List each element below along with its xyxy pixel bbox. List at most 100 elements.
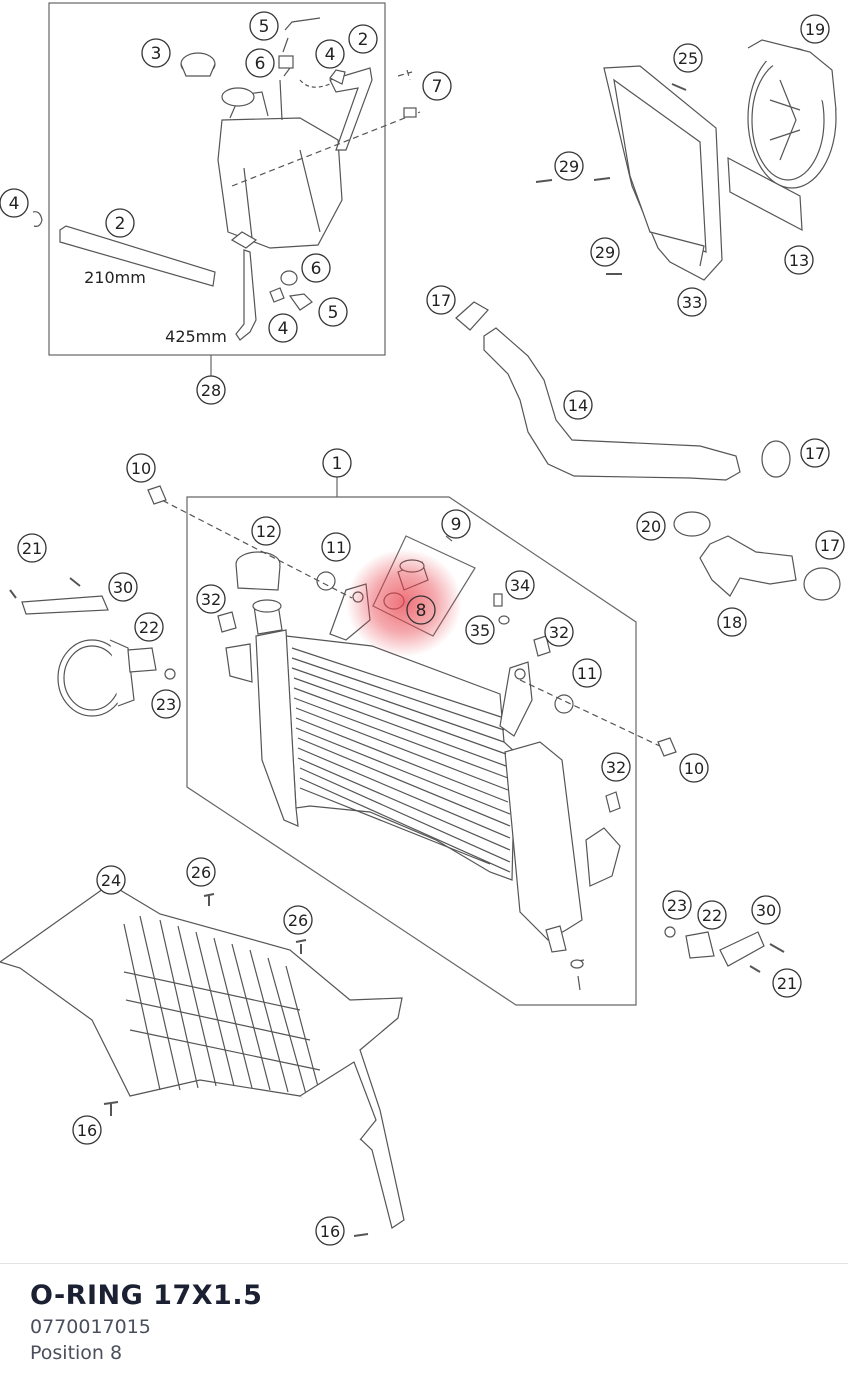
callout-29[interactable]: 29 bbox=[590, 237, 620, 267]
callout-20[interactable]: 20 bbox=[636, 511, 666, 541]
callout-16[interactable]: 16 bbox=[72, 1115, 102, 1145]
callout-circle bbox=[800, 14, 830, 44]
callout-circle bbox=[315, 1216, 345, 1246]
callout-number: 21 bbox=[22, 539, 42, 558]
callout-number: 14 bbox=[568, 396, 588, 415]
callout-11[interactable]: 11 bbox=[321, 532, 351, 562]
callout-circle bbox=[268, 313, 298, 343]
callout-circle bbox=[17, 533, 47, 563]
highlight-glow bbox=[346, 549, 462, 657]
callout-circle bbox=[505, 570, 535, 600]
callout-circle bbox=[426, 285, 456, 315]
callout-17[interactable]: 17 bbox=[800, 438, 830, 468]
callout-21[interactable]: 21 bbox=[772, 968, 802, 998]
callout-circle bbox=[196, 584, 226, 614]
callout-18[interactable]: 18 bbox=[717, 607, 747, 637]
callout-circle bbox=[151, 689, 181, 719]
part-info-panel: O-RING 17X1.5 0770017015 Position 8 bbox=[30, 1278, 262, 1366]
callout-19[interactable]: 19 bbox=[800, 14, 830, 44]
callout-circle bbox=[318, 297, 348, 327]
callout-6[interactable]: 6 bbox=[245, 48, 275, 78]
callout-9[interactable]: 9 bbox=[441, 509, 471, 539]
callout-number: 30 bbox=[756, 901, 776, 920]
callout-16[interactable]: 16 bbox=[315, 1216, 345, 1246]
callout-circle bbox=[315, 39, 345, 69]
callout-29[interactable]: 29 bbox=[554, 151, 584, 181]
horn bbox=[57, 639, 135, 717]
callout-2[interactable]: 2 bbox=[348, 24, 378, 54]
callout-number: 29 bbox=[595, 243, 615, 262]
callout-21[interactable]: 21 bbox=[17, 533, 47, 563]
callout-25[interactable]: 25 bbox=[673, 43, 703, 73]
callout-circle bbox=[590, 237, 620, 267]
callout-number: 23 bbox=[667, 896, 687, 915]
callout-35[interactable]: 35 bbox=[465, 615, 495, 645]
radiator-cap bbox=[235, 551, 281, 591]
part-number: 0770017015 bbox=[30, 1316, 151, 1338]
callout-circle bbox=[245, 48, 275, 78]
callout-number: 19 bbox=[805, 20, 825, 39]
callout-5[interactable]: 5 bbox=[318, 297, 348, 327]
callout-number: 2 bbox=[358, 30, 369, 50]
callout-30[interactable]: 30 bbox=[751, 895, 781, 925]
callout-number: 22 bbox=[702, 906, 722, 925]
callout-2[interactable]: 2 bbox=[105, 208, 135, 238]
callout-22[interactable]: 22 bbox=[697, 900, 727, 930]
callout-number: 16 bbox=[320, 1222, 340, 1241]
callout-number: 10 bbox=[684, 759, 704, 778]
callout-7[interactable]: 7 bbox=[422, 71, 452, 101]
callout-22[interactable]: 22 bbox=[134, 612, 164, 642]
callout-number: 5 bbox=[328, 303, 339, 323]
callout-17[interactable]: 17 bbox=[815, 530, 845, 560]
callout-number: 12 bbox=[256, 522, 276, 541]
callout-number: 13 bbox=[789, 251, 809, 270]
callout-11[interactable]: 11 bbox=[572, 658, 602, 688]
callout-23[interactable]: 23 bbox=[662, 890, 692, 920]
callout-circle bbox=[322, 448, 352, 478]
callout-5[interactable]: 5 bbox=[249, 11, 279, 41]
callout-32[interactable]: 32 bbox=[196, 584, 226, 614]
callout-33[interactable]: 33 bbox=[677, 287, 707, 317]
callout-34[interactable]: 34 bbox=[505, 570, 535, 600]
callout-circle bbox=[784, 245, 814, 275]
callout-13[interactable]: 13 bbox=[784, 245, 814, 275]
callout-26[interactable]: 26 bbox=[283, 905, 313, 935]
callout-number: 18 bbox=[722, 613, 742, 632]
callout-30[interactable]: 30 bbox=[108, 572, 138, 602]
callout-23[interactable]: 23 bbox=[151, 689, 181, 719]
callout-number: 25 bbox=[678, 49, 698, 68]
callout-circle bbox=[0, 188, 29, 218]
callout-number: 23 bbox=[156, 695, 176, 714]
callout-4[interactable]: 4 bbox=[0, 188, 29, 218]
overflow-hose-210 bbox=[59, 225, 216, 287]
callout-number: 4 bbox=[278, 319, 289, 339]
exploded-parts-diagram: 5234674265428192529291333171417101912112… bbox=[0, 2, 845, 1246]
callout-number: 35 bbox=[470, 621, 490, 640]
callout-4[interactable]: 4 bbox=[268, 313, 298, 343]
callout-26[interactable]: 26 bbox=[186, 857, 216, 887]
callout-4[interactable]: 4 bbox=[315, 39, 345, 69]
callout-number: 7 bbox=[432, 77, 443, 97]
part-position: Position 8 bbox=[30, 1342, 123, 1364]
callout-6[interactable]: 6 bbox=[301, 253, 331, 283]
callout-number: 4 bbox=[9, 194, 20, 214]
dimension-label: 425mm bbox=[165, 327, 227, 346]
callout-circle bbox=[772, 968, 802, 998]
callout-1[interactable]: 1 bbox=[322, 448, 352, 478]
callout-32[interactable]: 32 bbox=[544, 617, 574, 647]
callout-32[interactable]: 32 bbox=[601, 752, 631, 782]
callout-10[interactable]: 10 bbox=[126, 453, 156, 483]
callout-circle bbox=[441, 509, 471, 539]
callout-10[interactable]: 10 bbox=[679, 753, 709, 783]
callout-12[interactable]: 12 bbox=[251, 516, 281, 546]
callout-circle bbox=[96, 865, 126, 895]
callout-28[interactable]: 28 bbox=[196, 375, 226, 405]
callout-24[interactable]: 24 bbox=[96, 865, 126, 895]
callout-14[interactable]: 14 bbox=[563, 390, 593, 420]
callout-number: 24 bbox=[101, 871, 121, 890]
callout-number: 30 bbox=[113, 578, 133, 597]
callout-17[interactable]: 17 bbox=[426, 285, 456, 315]
callout-8[interactable]: 8 bbox=[406, 595, 436, 625]
callout-3[interactable]: 3 bbox=[141, 38, 171, 68]
